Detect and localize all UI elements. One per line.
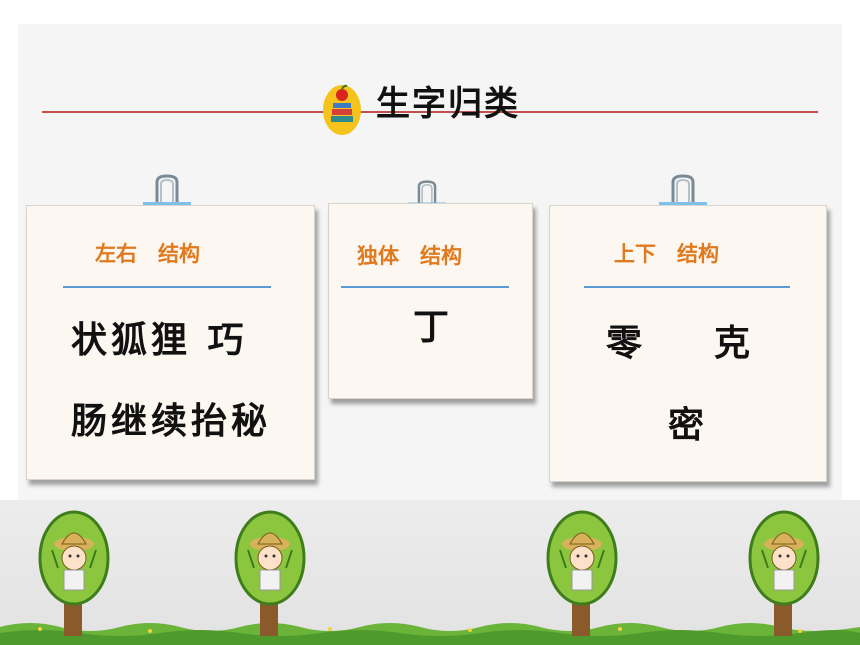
character-row: 丁 xyxy=(413,306,450,348)
card-divider xyxy=(63,286,271,288)
page-title: 生字归类 xyxy=(376,84,520,124)
title-divider xyxy=(42,111,818,113)
character-row: 零 克 xyxy=(606,322,751,364)
tree-child-illustration xyxy=(38,510,110,636)
card-heading: 上下 结构 xyxy=(614,242,719,266)
character-row: 状狐狸 巧 xyxy=(71,319,248,361)
card-heading: 左右 结构 xyxy=(95,242,200,266)
books-apple-icon xyxy=(323,84,361,135)
single-structure-card: 独体 结构 丁 xyxy=(328,203,533,399)
character-row: 肠继续抬秘 xyxy=(71,400,272,442)
card-divider xyxy=(584,286,790,288)
character-row: 密 xyxy=(668,404,705,446)
ground-band xyxy=(0,500,860,645)
tree-child-illustration xyxy=(234,510,306,636)
top-bottom-structure-card: 上下 结构 零 克 密 xyxy=(549,205,827,482)
grass-strip xyxy=(0,623,860,645)
tree-child-illustration xyxy=(748,510,820,636)
card-divider xyxy=(341,286,509,288)
tree-child-illustration xyxy=(546,510,618,636)
left-right-structure-card: 左右 结构 状狐狸 巧 肠继续抬秘 xyxy=(26,205,315,480)
card-heading: 独体 结构 xyxy=(357,244,462,268)
